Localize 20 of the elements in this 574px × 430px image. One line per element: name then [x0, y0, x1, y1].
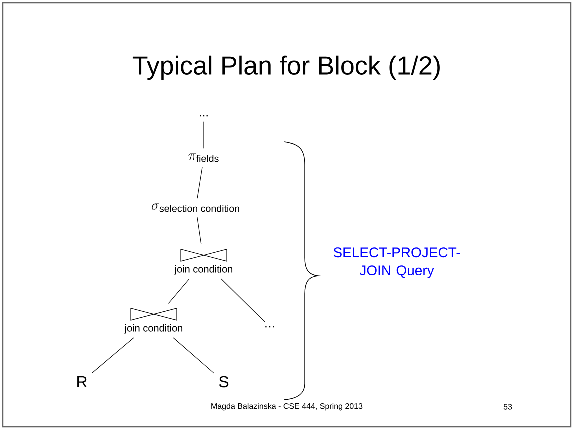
annotation-label: SELECT-PROJECT-JOIN Query [334, 248, 460, 278]
tree-edge [173, 338, 214, 374]
node-label: join condition [174, 266, 233, 275]
footer-text: Magda Balazinska - CSE 444, Spring 2013 [212, 403, 363, 411]
node-label: join condition [124, 324, 183, 334]
relation-label: R [78, 376, 88, 388]
tree-edge [168, 279, 190, 304]
operator-label: $\sigma_{\text{selection condition}}$ [152, 204, 240, 212]
tree-edge [197, 217, 202, 244]
relation-label: S [219, 376, 229, 388]
join-operator: join condition [174, 249, 233, 275]
ellipsis: ... [200, 115, 208, 117]
page-number: 53 [504, 404, 512, 410]
tree-edge [92, 338, 134, 374]
operator-label: $\pi_{\text{fields}}$ [188, 154, 219, 162]
ellipsis: … [266, 326, 274, 328]
tree-edge [197, 167, 203, 199]
join-operator: join condition [124, 308, 183, 334]
tree-edge [221, 278, 266, 322]
slide-title: Typical Plan for Block (1/2) [132, 56, 440, 80]
